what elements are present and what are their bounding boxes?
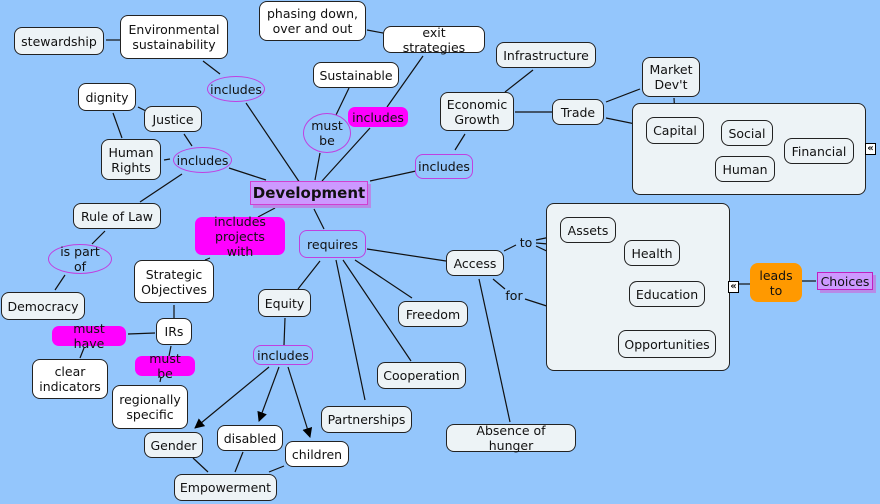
node-financial[interactable]: Financial [784, 138, 854, 164]
node-access[interactable]: Access [446, 250, 504, 276]
node-justice[interactable]: Justice [144, 106, 202, 132]
node-children[interactable]: children [285, 441, 349, 467]
node-environmental-sustainability[interactable]: Environmental sustainability [120, 15, 228, 59]
link-includes-exit[interactable]: includes [348, 107, 408, 127]
node-human[interactable]: Human [715, 156, 775, 182]
link-must-be-sustainable[interactable]: must be [303, 113, 351, 153]
node-health[interactable]: Health [624, 240, 680, 266]
collapse-access-group-icon[interactable]: « [728, 281, 739, 293]
node-clear-indicators[interactable]: clear indicators [32, 359, 108, 399]
node-social[interactable]: Social [721, 120, 773, 146]
node-choices[interactable]: Choices [817, 272, 873, 290]
node-economic-growth[interactable]: Economic Growth [440, 92, 514, 131]
node-education[interactable]: Education [629, 281, 705, 307]
node-regionally-specific[interactable]: regionally specific [112, 385, 188, 429]
link-must-have[interactable]: must have [52, 321, 126, 351]
link-requires[interactable]: requires [299, 230, 366, 258]
link-must-be-regional[interactable]: must be [135, 351, 195, 381]
link-includes-equity[interactable]: includes [253, 345, 313, 365]
node-infrastructure[interactable]: Infrastructure [496, 42, 596, 68]
link-includes-environment[interactable]: includes [207, 76, 265, 102]
node-cooperation[interactable]: Cooperation [377, 362, 466, 389]
link-includes-economic[interactable]: includes [415, 154, 473, 179]
node-equity[interactable]: Equity [258, 289, 311, 317]
node-disabled[interactable]: disabled [217, 425, 283, 451]
node-assets[interactable]: Assets [560, 217, 616, 243]
central-node-development[interactable]: Development [250, 181, 368, 205]
link-to[interactable]: to [519, 234, 533, 250]
node-exit-strategies[interactable]: exit strategies [383, 25, 485, 55]
node-human-rights[interactable]: Human Rights [101, 139, 161, 180]
node-gender[interactable]: Gender [144, 432, 203, 458]
node-capital[interactable]: Capital [646, 117, 704, 144]
link-includes-human-rights[interactable]: includes [173, 147, 232, 173]
node-sustainable[interactable]: Sustainable [313, 62, 399, 88]
node-trade[interactable]: Trade [552, 99, 604, 125]
node-rule-of-law[interactable]: Rule of Law [73, 203, 161, 229]
node-empowerment[interactable]: Empowerment [174, 474, 277, 501]
link-leads-to[interactable]: leads to [750, 263, 802, 302]
node-phasing-down[interactable]: phasing down, over and out [259, 1, 366, 41]
node-democracy[interactable]: Democracy [1, 292, 85, 320]
collapse-capital-group-icon[interactable]: « [865, 143, 876, 155]
link-is-part-of[interactable]: is part of [48, 244, 112, 274]
node-stewardship[interactable]: stewardship [14, 27, 104, 55]
node-irs[interactable]: IRs [156, 318, 192, 345]
node-freedom[interactable]: Freedom [398, 301, 468, 327]
node-market-devt[interactable]: Market Dev't [642, 57, 700, 97]
node-absence-of-hunger[interactable]: Absence of hunger [446, 423, 576, 453]
node-dignity[interactable]: dignity [78, 83, 136, 111]
node-opportunities[interactable]: Opportunities [618, 330, 716, 358]
link-for[interactable]: for [505, 287, 523, 303]
node-partnerships[interactable]: Partnerships [321, 406, 412, 433]
link-includes-projects-with[interactable]: includes projects with [195, 214, 285, 259]
node-strategic-objectives[interactable]: Strategic Objectives [134, 260, 214, 303]
